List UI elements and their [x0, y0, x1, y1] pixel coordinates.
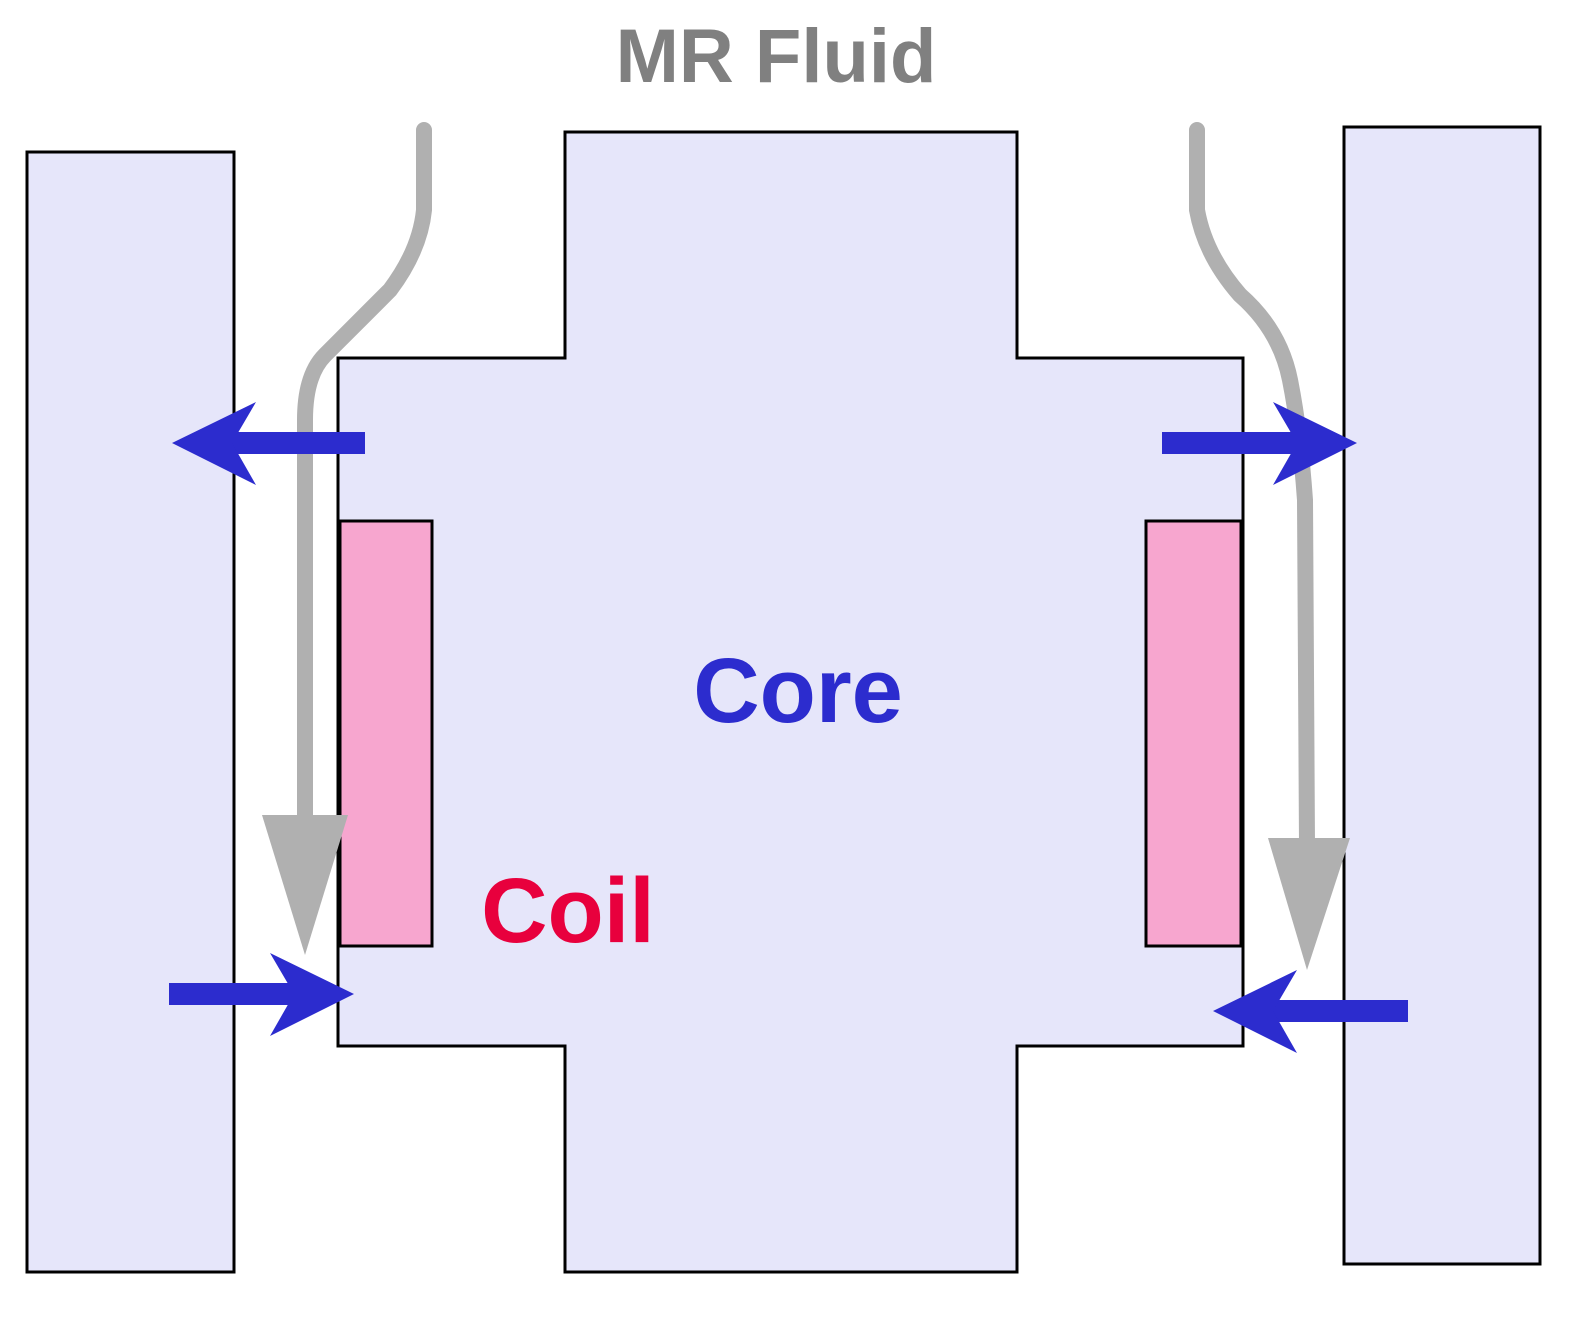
flux-arrow-lower-right — [1213, 970, 1408, 1053]
core-label: Core — [693, 640, 903, 742]
right-coil — [1144, 519, 1243, 948]
right-housing-wall — [1342, 125, 1542, 1266]
mr-fluid-label: MR Fluid — [616, 14, 937, 99]
left-coil — [338, 519, 434, 948]
coil-label: Coil — [481, 860, 655, 962]
flux-arrow-upper-right — [1162, 402, 1357, 485]
core-body — [336, 130, 1245, 1274]
left-fluid-flow-arrow — [262, 122, 432, 955]
flux-arrow-lower-left — [169, 953, 354, 1036]
left-housing-wall — [25, 150, 236, 1274]
flux-arrow-upper-left — [172, 402, 365, 485]
